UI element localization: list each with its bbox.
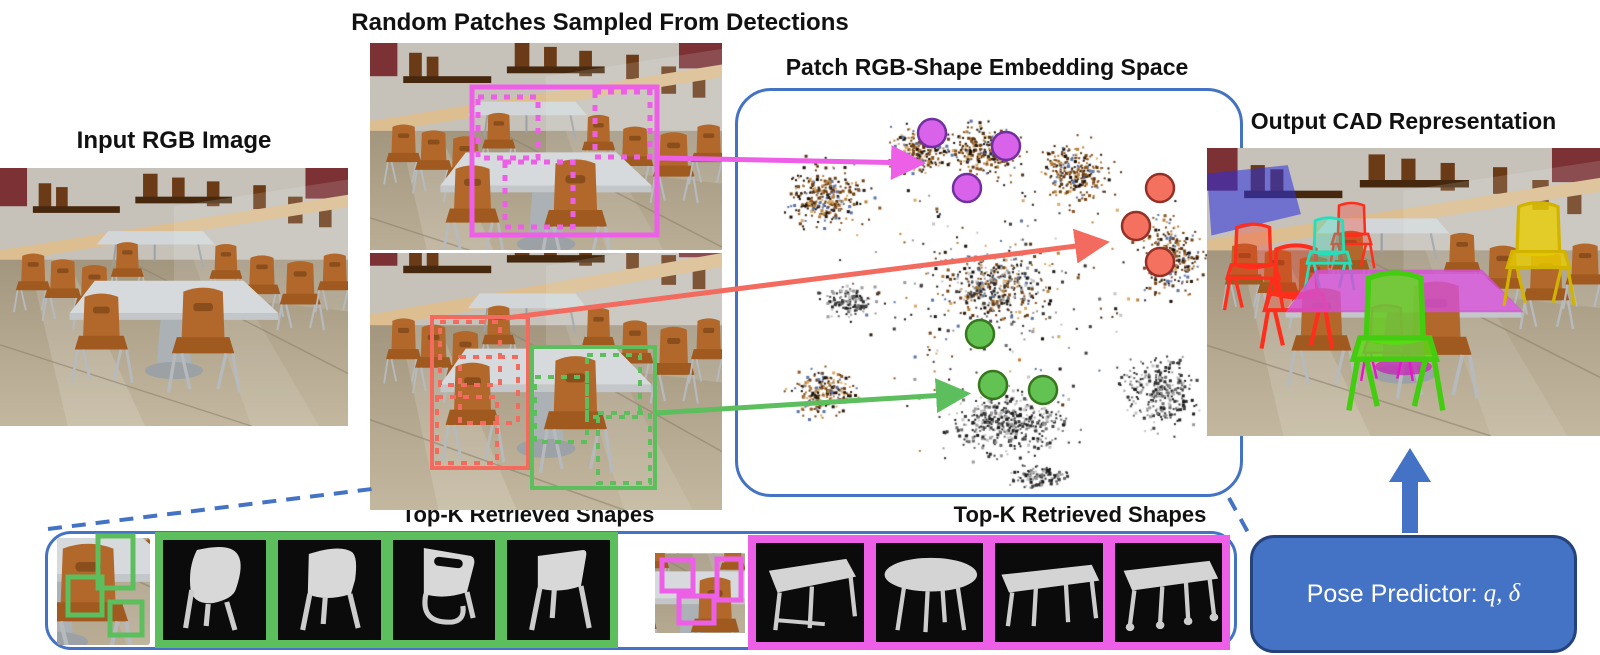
input-title: Input RGB Image (76, 127, 272, 154)
query-patch-chair (57, 538, 150, 645)
pose-predictor-math: q, δ (1483, 580, 1521, 607)
output-title: Output CAD Representation (1250, 108, 1557, 134)
embedding-space-panel (735, 88, 1243, 497)
pose-to-output-arrow-shaft (1402, 480, 1418, 533)
retrieved-shapes-chairs (155, 532, 618, 648)
bottom-left-link (47, 487, 373, 531)
retrieved-shape-chair-1 (163, 540, 266, 640)
pose-to-output-arrow-head (1389, 448, 1431, 482)
embedding-scatter (738, 91, 1240, 494)
patches-title: Random Patches Sampled From Detections (351, 9, 849, 36)
retrieved-shape-table-3 (995, 543, 1103, 642)
topk-right-title: Top-K Retrieved Shapes (953, 502, 1207, 527)
retrieved-shape-table-1 (756, 543, 864, 642)
pose-predictor-box: Pose Predictor: q, δ (1250, 535, 1577, 653)
output-cad-image (1207, 148, 1600, 436)
retrieved-shape-table-2 (875, 543, 983, 642)
query-patch-table (655, 553, 745, 633)
patch-sample-image-bottom (370, 253, 722, 510)
retrieved-shape-chair-4 (507, 540, 610, 640)
retrieved-shape-table-4 (1114, 543, 1222, 642)
retrieved-shape-chair-3 (392, 540, 496, 640)
input-rgb-image (0, 168, 348, 426)
patch-sample-image-top (370, 43, 722, 250)
pose-predictor-label: Pose Predictor: (1306, 579, 1478, 608)
retrieved-shape-chair-2 (277, 540, 381, 640)
embedding-title: Patch RGB-Shape Embedding Space (785, 54, 1189, 80)
retrieved-shapes-tables (748, 535, 1230, 650)
